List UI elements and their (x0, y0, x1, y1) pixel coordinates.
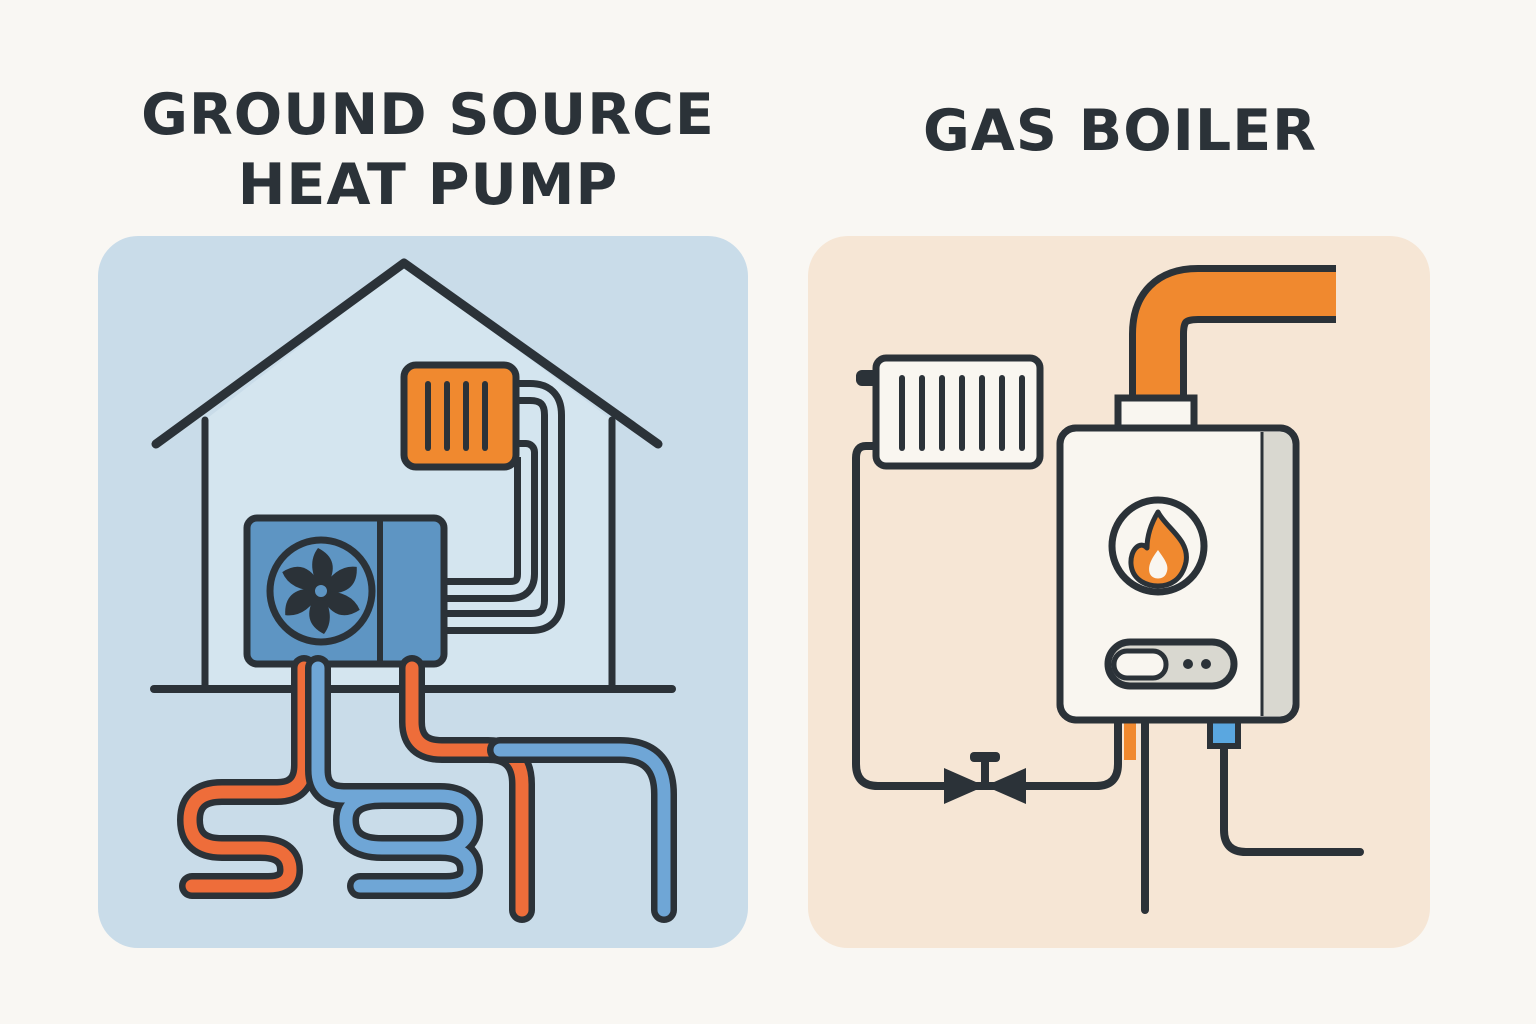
radiator-icon (400, 361, 520, 471)
boiler-unit-icon (1056, 424, 1300, 724)
heating-pipes-icon (852, 442, 1364, 914)
flame-icon (1108, 496, 1208, 596)
ground-source-heat-pump-title: GROUND SOURCE HEAT PUMP (98, 80, 758, 220)
heat-pump-unit-icon (243, 514, 448, 668)
ground-loop-pipes-icon (177, 655, 677, 923)
radiator-icon (856, 354, 1044, 470)
title-line-2: HEAT PUMP (237, 152, 619, 218)
control-panel-icon (1104, 638, 1238, 690)
title-line-1: GROUND SOURCE (141, 82, 715, 148)
valve-icon (944, 752, 1026, 804)
flue-pipe-icon (1114, 265, 1336, 434)
radiator-pipe-icon (432, 380, 565, 634)
gas-boiler-title: GAS BOILER (922, 98, 1318, 164)
